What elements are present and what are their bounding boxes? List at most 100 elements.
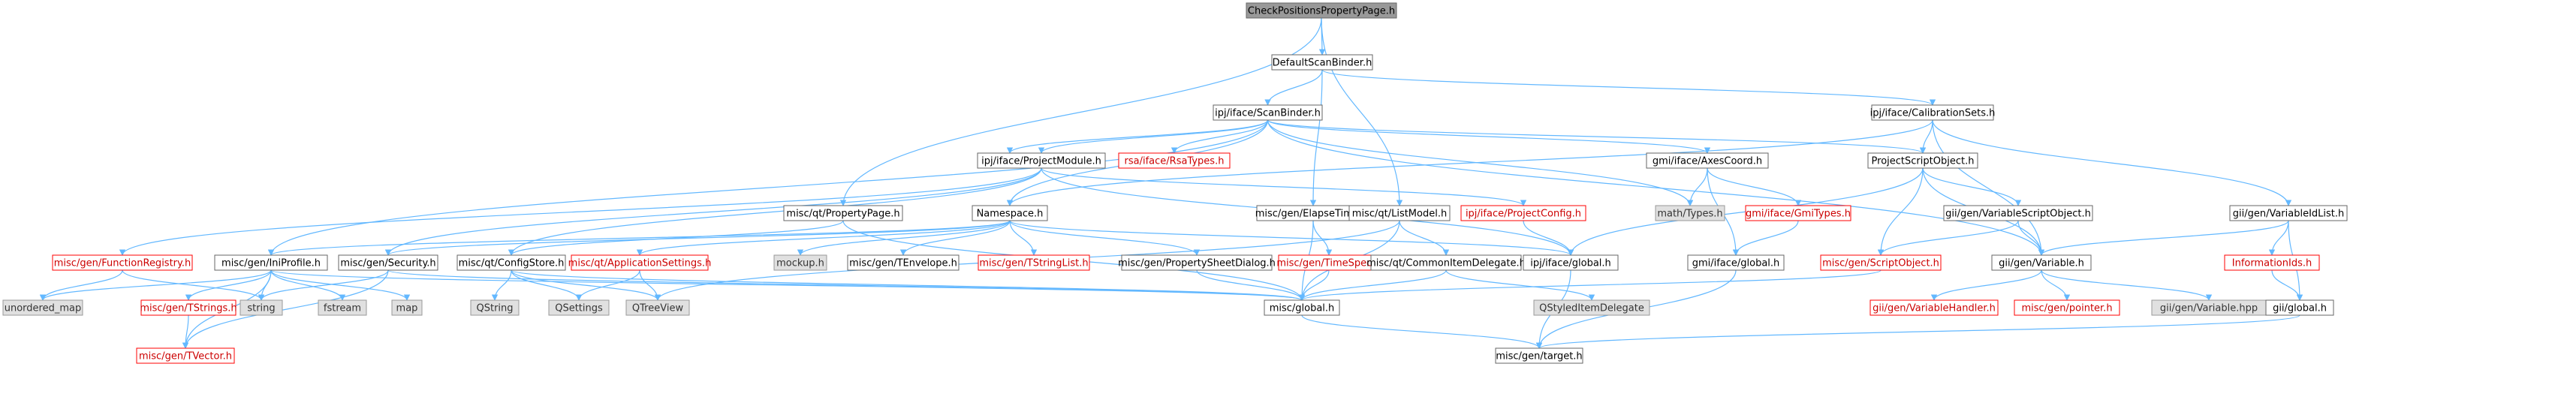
node-label: InformationIds.h <box>2232 258 2312 269</box>
node-mas[interactable]: misc/qt/ApplicationSettings.h <box>568 254 712 271</box>
node-mte[interactable]: misc/gen/TEnvelope.h <box>847 254 960 271</box>
edge-root-to-mqpp <box>839 17 1322 206</box>
node-ggt[interactable]: gmi/iface/GmiTypes.h <box>1745 205 1851 221</box>
node-mtsl[interactable]: misc/gen/TStringList.h <box>978 254 1090 271</box>
edge-gvil-to-gv <box>2038 220 2289 256</box>
edge-msec-to-str <box>258 269 389 301</box>
edge-ns-to-mip <box>268 220 1011 256</box>
node-mg[interactable]: misc/global.h <box>1264 299 1340 316</box>
node-gv[interactable]: gii/gen/Variable.h <box>1991 254 2092 271</box>
edge-dsb-to-ical <box>1321 69 1936 106</box>
edge-ipm-to-mcs <box>508 167 1042 256</box>
node-label: gmi/iface/global.h <box>1692 258 1780 269</box>
node-mtv[interactable]: misc/gen/TVector.h <box>136 347 235 364</box>
node-pso[interactable]: ProjectScriptObject.h <box>1867 152 1978 169</box>
node-met[interactable]: misc/gen/ElapseTimer.h <box>1255 205 1372 221</box>
edge-mcid-to-mg <box>1298 269 1447 301</box>
node-label: misc/gen/FunctionRegistry.h <box>54 258 191 269</box>
node-label: misc/global.h <box>1270 303 1335 314</box>
node-label: misc/gen/TimeSpec.h <box>1276 258 1381 269</box>
edge-mfr-to-um <box>39 269 123 301</box>
node-label: misc/qt/ApplicationSettings.h <box>568 258 712 269</box>
node-mlm[interactable]: misc/qt/ListModel.h <box>1348 205 1451 221</box>
node-box <box>1118 152 1231 169</box>
node-box <box>1348 205 1451 221</box>
node-box <box>1943 205 2093 221</box>
node-box <box>470 299 520 316</box>
node-gvh[interactable]: gii/gen/VariableHandler.h <box>1869 299 1999 316</box>
node-mip[interactable]: misc/gen/IniProfile.h <box>214 254 328 271</box>
edge-mas-to-qset <box>575 269 640 301</box>
edge-mip-to-um <box>39 269 272 301</box>
edge-mcid-to-qsid <box>1445 269 1595 301</box>
node-gvil[interactable]: gii/gen/VariableIdList.h <box>2229 205 2348 221</box>
edge-gvso-to-mso <box>1877 220 2019 256</box>
node-label: math/Types.h <box>1657 209 1722 220</box>
node-label: ProjectScriptObject.h <box>1872 156 1975 167</box>
node-gglob[interactable]: gii/global.h <box>2265 299 2334 316</box>
node-label: misc/gen/TStringList.h <box>979 258 1088 269</box>
node-box <box>1460 205 1586 221</box>
edge-met-to-mts <box>1312 220 1333 256</box>
node-mpsd[interactable]: misc/gen/PropertySheetDialog.h <box>1118 254 1276 271</box>
node-gac[interactable]: gmi/iface/AxesCoord.h <box>1646 152 1769 169</box>
node-label: misc/gen/ElapseTimer.h <box>1255 209 1372 220</box>
node-label: misc/gen/TStrings.h <box>140 303 237 314</box>
node-box <box>2265 299 2334 316</box>
node-box <box>972 205 1048 221</box>
node-gvso[interactable]: gii/gen/VariableScriptObject.h <box>1943 205 2093 221</box>
node-mcs[interactable]: misc/qt/ConfigStore.h <box>456 254 566 271</box>
node-root[interactable]: CheckPositionsPropertyPage.h <box>1246 2 1397 19</box>
node-label: gii/gen/VariableHandler.h <box>1872 303 1996 314</box>
node-rsa[interactable]: rsa/iface/RsaTypes.h <box>1118 152 1231 169</box>
node-box <box>847 254 960 271</box>
node-mtstr[interactable]: misc/gen/TStrings.h <box>140 299 237 316</box>
edge-isb-to-rsa <box>1170 119 1269 154</box>
node-ipc[interactable]: ipj/iface/ProjectConfig.h <box>1460 205 1586 221</box>
node-label: misc/qt/ListModel.h <box>1352 209 1447 220</box>
edge-msec-to-mg <box>387 269 1305 301</box>
node-box <box>136 347 235 364</box>
node-msec[interactable]: misc/gen/Security.h <box>338 254 438 271</box>
node-label: Namespace.h <box>977 209 1044 220</box>
node-dsb[interactable]: DefaultScanBinder.h <box>1271 54 1373 71</box>
node-mptr[interactable]: misc/gen/pointer.h <box>2014 299 2120 316</box>
edge-gglob-to-mtgt <box>1536 314 2300 349</box>
node-ipg[interactable]: ipj/iface/global.h <box>1523 254 1619 271</box>
node-box <box>2224 254 2320 271</box>
node-isb[interactable]: ipj/iface/ScanBinder.h <box>1213 104 1323 121</box>
edge-msec-to-mtv <box>182 269 389 349</box>
node-mtgt[interactable]: misc/gen/target.h <box>1495 347 1583 364</box>
node-mfr[interactable]: misc/gen/FunctionRegistry.h <box>52 254 193 271</box>
node-box <box>1533 299 1650 316</box>
node-box <box>1869 299 1999 316</box>
node-box <box>1246 2 1397 19</box>
edge-ns-to-mte <box>899 220 1011 256</box>
node-label: ipj/iface/ProjectModule.h <box>981 156 1101 167</box>
node-label: mockup.h <box>776 258 824 269</box>
node-mqpp[interactable]: misc/qt/PropertyPage.h <box>783 205 903 221</box>
edge-gac-to-ggt <box>1707 167 1802 206</box>
node-ns[interactable]: Namespace.h <box>972 205 1048 221</box>
node-mts[interactable]: misc/gen/TimeSpec.h <box>1276 254 1381 271</box>
node-box <box>456 254 566 271</box>
node-ids[interactable]: InformationIds.h <box>2224 254 2320 271</box>
edge-ns-to-mtsl <box>1009 220 1038 256</box>
node-gig[interactable]: gmi/iface/global.h <box>1687 254 1785 271</box>
node-mcid[interactable]: misc/qt/CommonItemDelegate.h <box>1366 254 1526 271</box>
edge-ipm-to-ipc <box>1041 167 1527 206</box>
edge-mg-to-mtgt <box>1301 314 1543 349</box>
node-um: unordered_map <box>2 299 83 316</box>
node-ipm[interactable]: ipj/iface/ProjectModule.h <box>977 152 1106 169</box>
node-ical[interactable]: ipj/iface/CalibrationSets.h <box>1870 104 1996 121</box>
edge-mcs-to-qstr <box>491 269 512 301</box>
edge-ns-to-mock <box>797 220 1011 256</box>
node-label: misc/qt/ConfigStore.h <box>459 258 565 269</box>
edge-ids-to-gglob <box>2271 269 2303 301</box>
node-box <box>1871 104 1994 121</box>
node-box <box>773 254 827 271</box>
node-mso[interactable]: misc/gen/ScriptObject.h <box>1820 254 1942 271</box>
node-box <box>1655 205 1725 221</box>
node-qsid: QStyledItemDelegate <box>1533 299 1650 316</box>
node-box <box>2229 205 2348 221</box>
